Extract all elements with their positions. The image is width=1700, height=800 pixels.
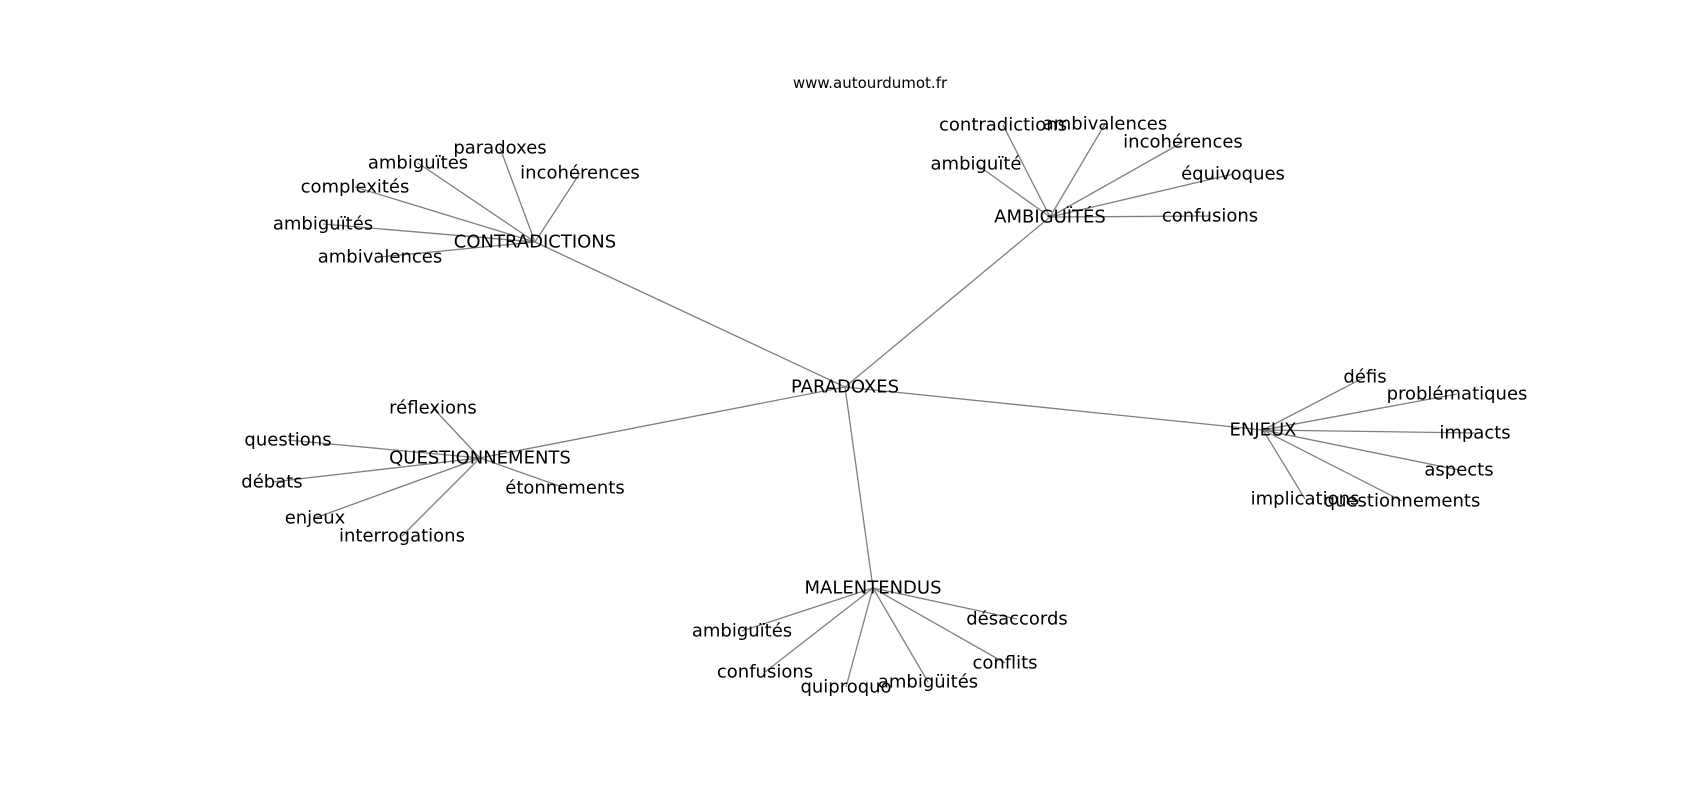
- leaf-node: conflits: [972, 653, 1037, 674]
- leaf-node: problématiques: [1387, 384, 1528, 405]
- leaf-node: implications: [1251, 489, 1360, 510]
- edge-branch-to-leaf: [432, 407, 481, 459]
- leaf-node: quiproquo: [800, 677, 891, 698]
- leaf-node: confusions: [1162, 206, 1258, 227]
- leaf-node: ambiguïtés: [692, 621, 792, 642]
- leaf-node: désaccords: [966, 609, 1068, 630]
- leaf-node: ambivalences: [318, 247, 443, 268]
- edge-branch-to-leaf: [479, 457, 566, 489]
- edge-branch-to-leaf: [1262, 429, 1460, 471]
- leaf-node: étonnements: [505, 478, 625, 499]
- leaf-node: ambigüités: [878, 672, 978, 693]
- edge-branch-to-leaf: [872, 587, 929, 683]
- edge-branch-to-leaf: [322, 223, 536, 243]
- edge-branch-to-leaf: [1262, 429, 1306, 500]
- edge-branch-to-leaf: [379, 241, 536, 258]
- edge-branch-to-leaf: [534, 172, 581, 243]
- edge-branch-to-leaf: [764, 587, 874, 673]
- edge-branch-to-leaf: [872, 587, 1018, 620]
- edge-branch-to-leaf: [271, 457, 481, 483]
- edge-center-to-branch: [534, 241, 846, 388]
- edge-branch-to-leaf: [872, 587, 1006, 664]
- edge-branch-to-leaf: [499, 147, 536, 243]
- leaf-node: débats: [241, 472, 302, 493]
- leaf-node: paradoxes: [453, 138, 546, 159]
- center-node: PARADOXES: [791, 377, 899, 398]
- graph-edges: [271, 123, 1476, 688]
- leaf-node: enjeux: [285, 508, 346, 529]
- edge-branch-to-leaf: [1049, 173, 1234, 218]
- edge-branch-to-leaf: [401, 457, 481, 537]
- leaf-node: ambiguïtés: [273, 214, 373, 235]
- edge-branch-to-leaf: [1049, 123, 1106, 218]
- leaf-node: complexités: [301, 177, 410, 198]
- edge-branch-to-leaf: [1262, 429, 1403, 502]
- edge-branch-to-leaf: [417, 162, 536, 243]
- edge-branch-to-leaf: [354, 186, 536, 243]
- leaf-node: questions: [244, 430, 331, 451]
- leaf-node: confusions: [717, 662, 813, 683]
- branch-node: MALENTENDUS: [804, 578, 941, 599]
- edge-branch-to-leaf: [741, 587, 874, 632]
- leaf-node: ambiguïtes: [368, 153, 468, 174]
- leaf-node: contradictions: [939, 115, 1067, 136]
- edge-branch-to-leaf: [1262, 429, 1476, 434]
- leaf-node: équivoques: [1181, 164, 1285, 185]
- edge-center-to-branch: [479, 386, 846, 459]
- edge-center-to-branch: [844, 216, 1051, 388]
- edge-branch-to-leaf: [975, 163, 1051, 218]
- edge-branch-to-leaf: [1002, 124, 1051, 218]
- edge-center-to-branch: [844, 386, 874, 589]
- leaf-node: incohérences: [1123, 132, 1243, 153]
- branch-node: QUESTIONNEMENTS: [389, 448, 571, 469]
- leaf-node: ambiguïté: [931, 154, 1022, 175]
- leaf-node: questionnements: [1324, 491, 1481, 512]
- leaf-node: ambivalences: [1043, 114, 1168, 135]
- edge-branch-to-leaf: [1049, 215, 1211, 218]
- edge-center-to-branch: [844, 386, 1264, 431]
- edge-branch-to-leaf: [1262, 376, 1366, 431]
- leaf-node: interrogations: [339, 526, 465, 547]
- edge-branch-to-leaf: [314, 457, 481, 519]
- edge-branch-to-leaf: [1262, 393, 1458, 431]
- edge-branch-to-leaf: [1049, 141, 1184, 218]
- branch-node: ENJEUX: [1229, 420, 1296, 441]
- leaf-node: réflexions: [389, 398, 477, 419]
- leaf-node: incohérences: [520, 163, 640, 184]
- leaf-node: aspects: [1424, 460, 1493, 481]
- leaf-node: impacts: [1439, 423, 1510, 444]
- branch-node: CONTRADICTIONS: [454, 232, 616, 253]
- branch-node: AMBIGUÏTÉS: [994, 206, 1106, 228]
- leaf-node: défis: [1343, 367, 1386, 388]
- source-url: www.autourdumot.fr: [793, 74, 948, 92]
- edge-branch-to-leaf: [287, 439, 481, 459]
- edge-branch-to-leaf: [845, 587, 874, 688]
